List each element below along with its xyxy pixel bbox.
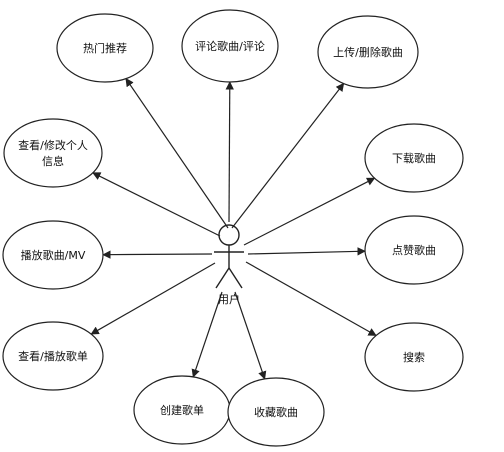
association-arrow-comment: [225, 81, 234, 223]
actor-label: 用户: [218, 292, 240, 306]
use-case-ellipse: [56, 13, 154, 83]
use-case-like: 点赞歌曲: [364, 215, 464, 285]
use-case-label: 查看/播放歌单: [18, 349, 88, 363]
use-case-label: 播放歌曲/MV: [21, 248, 86, 262]
association-arrow-like: [247, 247, 366, 256]
use-case-label: 创建歌单: [160, 403, 204, 417]
use-case-playlist: 查看/播放歌单: [2, 321, 104, 391]
association-arrow-playlist: [90, 262, 216, 335]
use-case-search: 搜索: [364, 322, 464, 392]
association-arrow-profile: [92, 172, 221, 237]
actor-right-leg: [228, 267, 243, 289]
use-case-label: 热门推荐: [83, 41, 127, 55]
association-arrow-collect: [234, 291, 267, 380]
use-case-upload: 上传/删除歌曲: [317, 15, 419, 89]
use-case-hot: 热门推荐: [56, 13, 154, 83]
use-case-label: 搜索: [403, 350, 425, 364]
association-arrow-create: [191, 291, 223, 378]
use-case-label: 信息: [42, 154, 64, 168]
use-case-ellipse: [3, 118, 103, 188]
association-arrow-download: [243, 177, 376, 246]
use-case-download: 下载歌曲: [364, 123, 464, 193]
association-arrow-play: [102, 250, 213, 259]
use-case-play: 播放歌曲/MV: [2, 220, 104, 290]
use-case-ellipse: [364, 322, 464, 392]
use-case-create: 创建歌单: [133, 375, 231, 445]
use-case-label: 收藏歌曲: [254, 405, 298, 419]
use-case-comment: 评论歌曲/评论: [181, 9, 279, 83]
use-case-collect: 收藏歌曲: [227, 377, 325, 447]
association-arrow-hot: [125, 77, 229, 229]
use-case-label: 下载歌曲: [392, 151, 436, 165]
use-case-ellipse: [364, 123, 464, 193]
use-case-ellipse: [227, 377, 325, 447]
use-case-ellipse: [181, 9, 279, 83]
actor-head: [218, 224, 240, 246]
use-case-label: 评论歌曲/评论: [195, 39, 265, 53]
use-case-ellipse: [364, 215, 464, 285]
use-case-label: 点赞歌曲: [392, 243, 436, 257]
actor-left-leg: [215, 267, 230, 289]
use-case-ellipse: [2, 220, 104, 290]
use-case-label: 上传/删除歌曲: [333, 45, 403, 59]
association-arrow-upload: [231, 82, 345, 229]
use-case-label: 查看/修改个人: [18, 138, 88, 152]
use-case-ellipse: [317, 15, 419, 89]
use-case-ellipse: [2, 321, 104, 391]
association-arrow-search: [245, 261, 377, 337]
actor-user: 用户: [214, 224, 244, 306]
